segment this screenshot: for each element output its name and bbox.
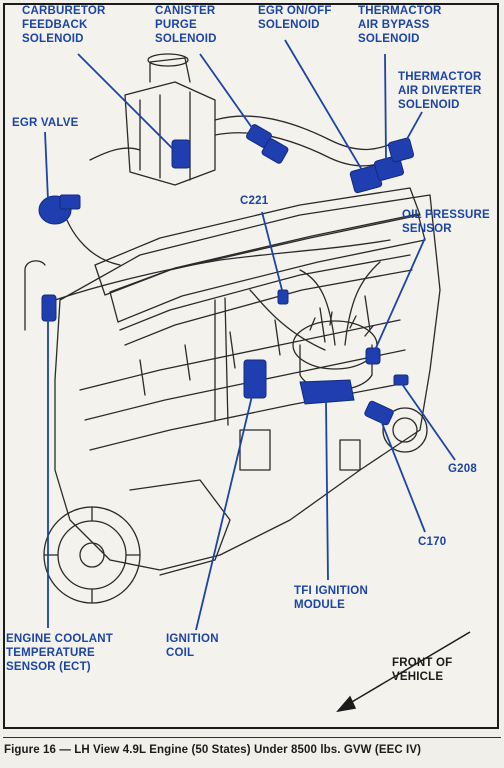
leader-lines: [44, 39, 456, 631]
label-c221: C221: [240, 195, 269, 207]
label-tfi-ignition-module: TFI IGNITION MODULE: [294, 585, 368, 611]
c170-connector-part: [364, 400, 394, 426]
label-g208: G208: [448, 463, 477, 475]
label-canister-purge-solenoid: CANISTER PURGE SOLENOID: [155, 5, 217, 45]
label-c170: C170: [418, 536, 447, 548]
engine-block-outline: [54, 194, 441, 571]
engine-diagram: [24, 39, 471, 713]
figure-caption: Figure 16 — LH View 4.9L Engine (50 Stat…: [4, 744, 422, 756]
label-thermactor-air-diverter-solenoid: THERMACTOR AIR DIVERTER SOLENOID: [398, 71, 482, 111]
carburetor-outline: [124, 81, 216, 186]
valve-cover: [94, 187, 421, 296]
label-ignition-coil: IGNITION COIL: [166, 633, 219, 659]
carburetor-feedback-solenoid-part: [171, 139, 191, 169]
oil-pressure-sensor-part: [365, 347, 381, 365]
c221-connector-part: [277, 289, 289, 305]
label-thermactor-air-bypass-solenoid: THERMACTOR AIR BYPASS SOLENOID: [358, 5, 442, 45]
tfi-ignition-module-part: [299, 379, 355, 405]
thermactor-diverter-solenoid-part: [387, 137, 415, 163]
label-egr-on-off-solenoid: EGR ON/OFF SOLENOID: [258, 5, 332, 31]
ignition-coil-part: [243, 359, 267, 399]
highlighted-components: [38, 124, 415, 426]
engine-line-art: [24, 53, 441, 604]
g208-ground-part: [393, 374, 409, 386]
label-carburetor-feedback-solenoid: CARBURETOR FEEDBACK SOLENOID: [22, 5, 106, 45]
wiring-harness: [54, 239, 391, 301]
oil-pump-gear: [382, 407, 428, 453]
caption-rule: [3, 737, 501, 738]
canister-purge-solenoid-part-2: [261, 138, 289, 164]
label-front-of-vehicle: FRONT OF VEHICLE: [392, 657, 453, 683]
label-egr-valve: EGR VALVE: [12, 117, 79, 129]
ect-sensor-part: [41, 294, 57, 322]
label-oil-pressure-sensor: OIL PRESSURE SENSOR: [402, 209, 490, 235]
front-of-vehicle-arrow: [336, 631, 471, 713]
label-engine-coolant-temperature-sensor: ENGINE COOLANT TEMPERATURE SENSOR (ECT): [6, 633, 113, 673]
